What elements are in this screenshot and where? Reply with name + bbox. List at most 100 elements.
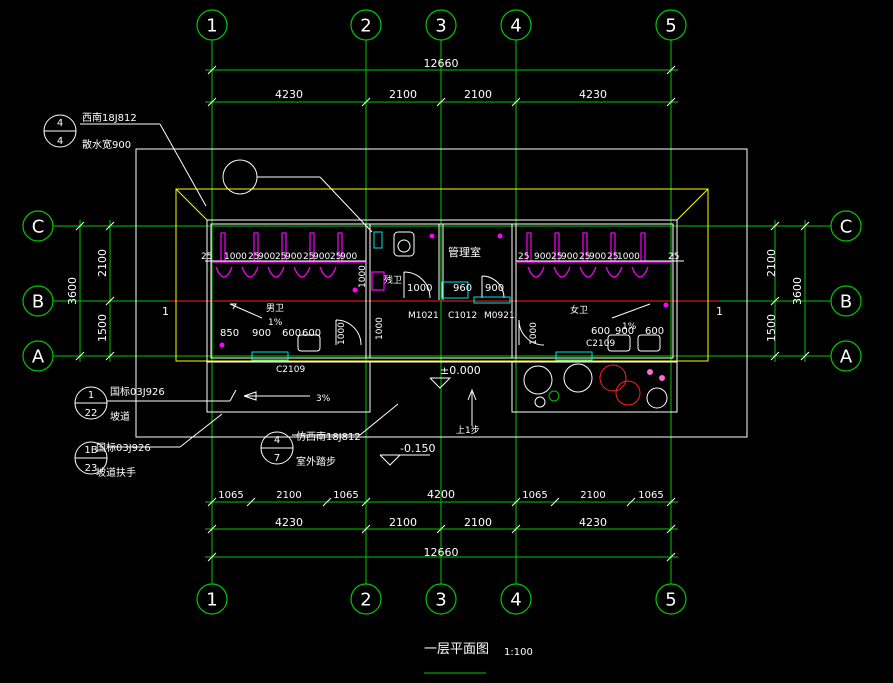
part-left-7: 900	[313, 252, 330, 262]
dim-left-total: 3600	[66, 277, 79, 305]
callout2-num: 1	[88, 390, 94, 401]
door-vert-1: 1000	[358, 265, 368, 288]
dim-bottom-fine-5: 1065	[522, 490, 547, 501]
drawing-title: 一层平面图	[424, 642, 489, 657]
apron-outline	[135, 148, 748, 438]
side-mark-right: 1	[716, 305, 723, 318]
building-walls	[206, 219, 678, 413]
callout3-den: 23	[85, 463, 98, 474]
dim-bottom-bay-3: 2100	[464, 516, 492, 529]
part-right-0: 25	[518, 252, 529, 262]
door-code-M1021: M1021	[408, 311, 439, 321]
part-left-0: 25	[201, 252, 212, 262]
up-step-mark: 上1步	[456, 425, 480, 436]
callout-circles	[43, 114, 294, 475]
axis-bubbles-bottom: 1 2 3 4 5	[196, 583, 687, 615]
vertical-axis-lines	[211, 40, 672, 585]
dim-bottom-fine-3: 1065	[333, 490, 358, 501]
dim-right-2100: 2100	[765, 249, 778, 277]
dim-bottom-fine-4: 4200	[427, 488, 455, 501]
part-right-5: 900	[589, 252, 606, 262]
small-dim-right-0: 600	[591, 326, 610, 337]
callout2-line2: 坡道	[110, 410, 130, 423]
part-left-8: 25	[330, 252, 341, 262]
callout-leaders	[80, 123, 430, 456]
callout1-den: 4	[57, 136, 63, 147]
dim-right-1500: 1500	[765, 314, 778, 342]
horizontal-axis-lines	[52, 225, 832, 357]
dim-total-bottom: 12660	[424, 546, 459, 559]
axis-label-B-left: B	[32, 292, 44, 313]
top-dimension-lines	[205, 65, 678, 107]
small-dim-right-1: 900	[615, 326, 634, 337]
door-code-M0921: M0921	[484, 311, 515, 321]
axis-label-5-bottom: 5	[665, 590, 676, 611]
small-dim-left-0: 850	[220, 328, 239, 339]
dim-bottom-fine-7: 1065	[638, 490, 663, 501]
door-dim-1: 1000	[407, 283, 432, 294]
small-dim-right-2: 600	[645, 326, 664, 337]
part-left-4: 25	[275, 252, 286, 262]
part-right-8: 25	[668, 252, 679, 262]
dim-bottom-bay-2: 2100	[389, 516, 417, 529]
callout3-line2: 坡道扶手	[96, 466, 136, 479]
dim-bottom-bay-4: 4230	[579, 516, 607, 529]
door-code-C1012: C1012	[448, 311, 477, 321]
bottom-dimension-lines	[205, 497, 678, 562]
door-dim-2: 960	[453, 283, 472, 294]
dim-top-bay-4: 4230	[579, 88, 607, 101]
door-vert-3: 1000	[337, 322, 347, 345]
part-left-9: 900	[340, 252, 357, 262]
level-outdoor: -0.150	[400, 442, 435, 455]
room-male-label: 男卫	[266, 303, 284, 314]
callout1-line2: 散水宽900	[82, 138, 131, 151]
door-swings	[251, 271, 593, 361]
small-dim-left-3: 600	[302, 328, 321, 339]
axis-label-2-bottom: 2	[360, 590, 371, 611]
roof-outline	[175, 188, 709, 362]
part-right-7: 1000	[617, 252, 640, 262]
axis-label-2-top: 2	[360, 16, 371, 37]
slope-arrows	[229, 303, 651, 426]
window-right-code: C2109	[586, 339, 615, 349]
axis-label-1-top: 1	[206, 16, 217, 37]
axis-label-5-top: 5	[665, 16, 676, 37]
axis-bubbles-top: 1 2 3 4 5	[196, 9, 687, 41]
level-floor: ±0.000	[440, 364, 481, 377]
slope-right: 1%	[622, 322, 637, 332]
side-mark-left: 1	[162, 305, 169, 318]
door-dim-3: 900	[485, 283, 504, 294]
axis-label-C-left: C	[32, 217, 45, 238]
room-mgmt-label: 管理室	[448, 245, 481, 259]
part-right-3: 900	[561, 252, 578, 262]
callout4-line1: 仿西南18J812	[296, 430, 361, 443]
axis-label-3-top: 3	[435, 16, 446, 37]
dim-left-2100: 2100	[96, 249, 109, 277]
sink-fixtures	[219, 287, 669, 352]
axis-bubbles-left: C B A	[22, 210, 54, 372]
callout2-line1: 国标03J926	[110, 386, 165, 398]
dim-top-bay-2: 2100	[389, 88, 417, 101]
axis-label-4-bottom: 4	[510, 590, 521, 611]
callout4-line2: 室外踏步	[296, 455, 336, 468]
axis-label-3-bottom: 3	[435, 590, 446, 611]
window-left-code: C2109	[276, 365, 305, 375]
part-left-1: 1000	[224, 252, 247, 262]
stalls-left	[212, 232, 366, 278]
axis-label-4-top: 4	[510, 16, 521, 37]
part-left-2: 25	[248, 252, 259, 262]
small-dim-left-1: 900	[252, 328, 271, 339]
door-vert-4: 1000	[529, 322, 539, 345]
callout3-line1: 国标03J926	[96, 442, 151, 454]
room-female-label: 女卫	[570, 304, 588, 316]
part-right-2: 25	[551, 252, 562, 262]
part-left-5: 900	[285, 252, 302, 262]
callout4-num: 4	[274, 435, 280, 446]
part-left-3: 900	[258, 252, 275, 262]
callout1-num: 4	[57, 118, 63, 129]
axis-label-1-bottom: 1	[206, 590, 217, 611]
dim-top-bay-1: 4230	[275, 88, 303, 101]
part-left-6: 25	[303, 252, 314, 262]
drawing-scale: 1:100	[504, 647, 533, 658]
slope-left: 1%	[268, 318, 283, 328]
